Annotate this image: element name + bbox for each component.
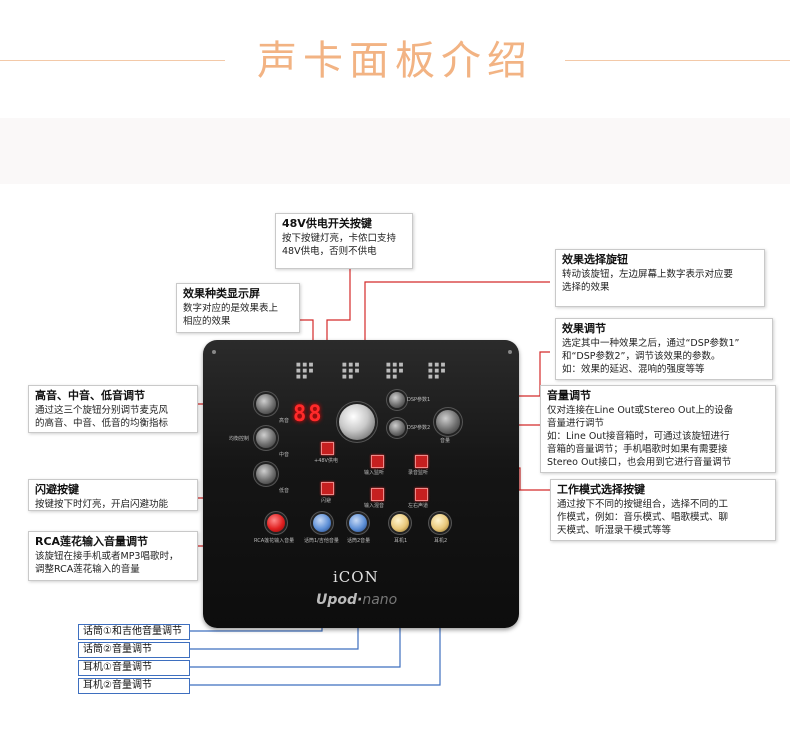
hp2-knob-label: 耳机②音量调节	[78, 678, 190, 694]
callout-rca-text: 该旋钮在接手机或者MP3唱歌时， 调整RCA莲花输入的音量	[35, 551, 179, 575]
dsp1-label: DSP参数1	[407, 397, 431, 403]
callout-effect-select-title: 效果选择旋钮	[562, 253, 628, 266]
callout-effect-adjust: 效果调节 选定其中一种效果之后，通过“DSP参数1” 和“DSP参数2”，调节该…	[555, 318, 773, 380]
mode-left-right-button[interactable]	[415, 488, 428, 501]
mode-playback-monitor-button[interactable]	[415, 455, 428, 468]
dodge-label: 闪避	[321, 498, 332, 504]
dsp2-label: DSP参数2	[407, 425, 431, 431]
headphone1-volume-knob[interactable]	[391, 514, 409, 532]
mid-knob[interactable]	[256, 428, 276, 448]
callout-rca: RCA莲花输入音量调节 该旋钮在接手机或者MP3唱歌时， 调整RCA莲花输入的音…	[28, 531, 198, 581]
mid-label: 中音	[279, 452, 290, 458]
volume-knob[interactable]	[436, 410, 460, 434]
bass-label: 低音	[279, 488, 290, 494]
callout-dodge-title: 闪避按键	[35, 483, 79, 496]
callout-effect-adjust-title: 效果调节	[562, 322, 606, 335]
brand-logo: iCON	[333, 568, 379, 586]
screw	[508, 350, 512, 354]
callout-effect-select: 效果选择旋钮 转动该旋钮，左边屏幕上数字表示对应要 选择的效果	[555, 249, 765, 307]
callout-dodge-text: 按键按下时灯亮，开启闪避功能	[35, 499, 169, 510]
callout-phantom-text: 按下按键灯亮，卡侬口支持 48V供电，否则不供电	[282, 233, 397, 257]
callout-dodge: 闪避按键 按键按下时灯亮，开启闪避功能	[28, 479, 198, 511]
playback-monitor-label: 录音监听	[408, 470, 429, 476]
hp1-knob-label: 耳机①音量调节	[78, 660, 190, 676]
callout-eq-title: 高音、中音、低音调节	[35, 389, 145, 402]
mode-input-mix-button[interactable]	[371, 488, 384, 501]
callout-effect-adjust-text: 选定其中一种效果之后，通过“DSP参数1” 和“DSP参数2”，调节该效果的参数…	[562, 338, 740, 375]
phantom-label: +48V供电	[314, 458, 338, 464]
sound-card-device	[203, 340, 519, 628]
dodge-button[interactable]	[321, 482, 334, 495]
mic1-guitar-volume-knob[interactable]	[313, 514, 331, 532]
effect-list-col1: ■ ■ ■■ ■ ■■ ■	[296, 362, 314, 380]
eq-group-label: 均衡控制	[229, 436, 250, 442]
dsp1-knob[interactable]	[389, 392, 405, 408]
phantom-power-button[interactable]	[321, 442, 334, 455]
effect-list-col4: ■ ■ ■■ ■ ■■ ■	[428, 362, 446, 380]
model-suffix: nano	[362, 592, 398, 608]
effect-list-col3: ■ ■ ■■ ■ ■■ ■	[386, 362, 404, 380]
treble-label: 高音	[279, 418, 290, 424]
callout-display: 效果种类显示屏 数字对应的是效果表上 相应的效果	[176, 283, 300, 333]
callout-phantom: 48V供电开关按键 按下按键灯亮，卡侬口支持 48V供电，否则不供电	[275, 213, 413, 269]
effect-list-col2: ■ ■ ■■ ■ ■■ ■	[342, 362, 360, 380]
callout-phantom-title: 48V供电开关按键	[282, 217, 372, 230]
hp2-label: 耳机2	[434, 538, 448, 544]
mic1-knob-label: 话筒①和吉他音量调节	[78, 624, 190, 640]
input-monitor-label: 输入监听	[364, 470, 385, 476]
callout-volume-text: 仅对连接在Line Out或Stereo Out上的设备 音量进行调节 如：Li…	[547, 405, 734, 468]
left-right-label: 左右声道	[408, 503, 429, 509]
callout-mode-title: 工作模式选择按键	[557, 483, 645, 496]
mic2-knob-label: 话筒②音量调节	[78, 642, 190, 658]
callout-eq-text: 通过这三个旋钮分别调节麦克风 的高音、中音、低音的均衡指标	[35, 405, 169, 429]
title-divider-left	[0, 60, 225, 61]
input-mix-label: 输入混音	[364, 503, 385, 509]
headphone2-volume-knob[interactable]	[431, 514, 449, 532]
mode-input-monitor-button[interactable]	[371, 455, 384, 468]
screw	[212, 350, 216, 354]
rca-label: RCA莲花输入音量	[254, 538, 295, 544]
volume-label: 音量	[440, 438, 451, 444]
header-band	[0, 118, 790, 184]
effect-select-knob[interactable]	[339, 404, 375, 440]
dsp2-knob[interactable]	[389, 420, 405, 436]
model-main: Upod	[316, 592, 358, 608]
callout-volume: 音量调节 仅对连接在Line Out或Stereo Out上的设备 音量进行调节…	[540, 385, 776, 473]
callout-rca-title: RCA莲花输入音量调节	[35, 535, 149, 548]
callout-eq: 高音、中音、低音调节 通过这三个旋钮分别调节麦克风 的高音、中音、低音的均衡指标	[28, 385, 198, 433]
hp1-label: 耳机1	[394, 538, 408, 544]
treble-knob[interactable]	[256, 394, 276, 414]
bass-knob[interactable]	[256, 464, 276, 484]
callout-mode: 工作模式选择按键 通过按下不同的按键组合，选择不同的工 作模式，例如：音乐模式、…	[550, 479, 776, 541]
callout-display-title: 效果种类显示屏	[183, 287, 260, 300]
rca-volume-knob[interactable]	[267, 514, 285, 532]
title-divider-right	[565, 60, 790, 61]
mic2-label: 话筒2音量	[347, 538, 371, 544]
mic1-label: 话筒1/吉他音量	[304, 538, 339, 544]
effect-display: 88	[293, 402, 324, 427]
callout-effect-select-text: 转动该旋钮，左边屏幕上数字表示对应要 选择的效果	[562, 269, 734, 293]
model-name: Upod·nano	[316, 592, 398, 608]
callout-volume-title: 音量调节	[547, 389, 591, 402]
mic2-volume-knob[interactable]	[349, 514, 367, 532]
callout-display-text: 数字对应的是效果表上 相应的效果	[183, 303, 279, 327]
callout-mode-text: 通过按下不同的按键组合，选择不同的工 作模式，例如：音乐模式、唱歌模式、聊 天模…	[557, 499, 729, 536]
page-title: 声卡面板介绍	[257, 38, 533, 84]
